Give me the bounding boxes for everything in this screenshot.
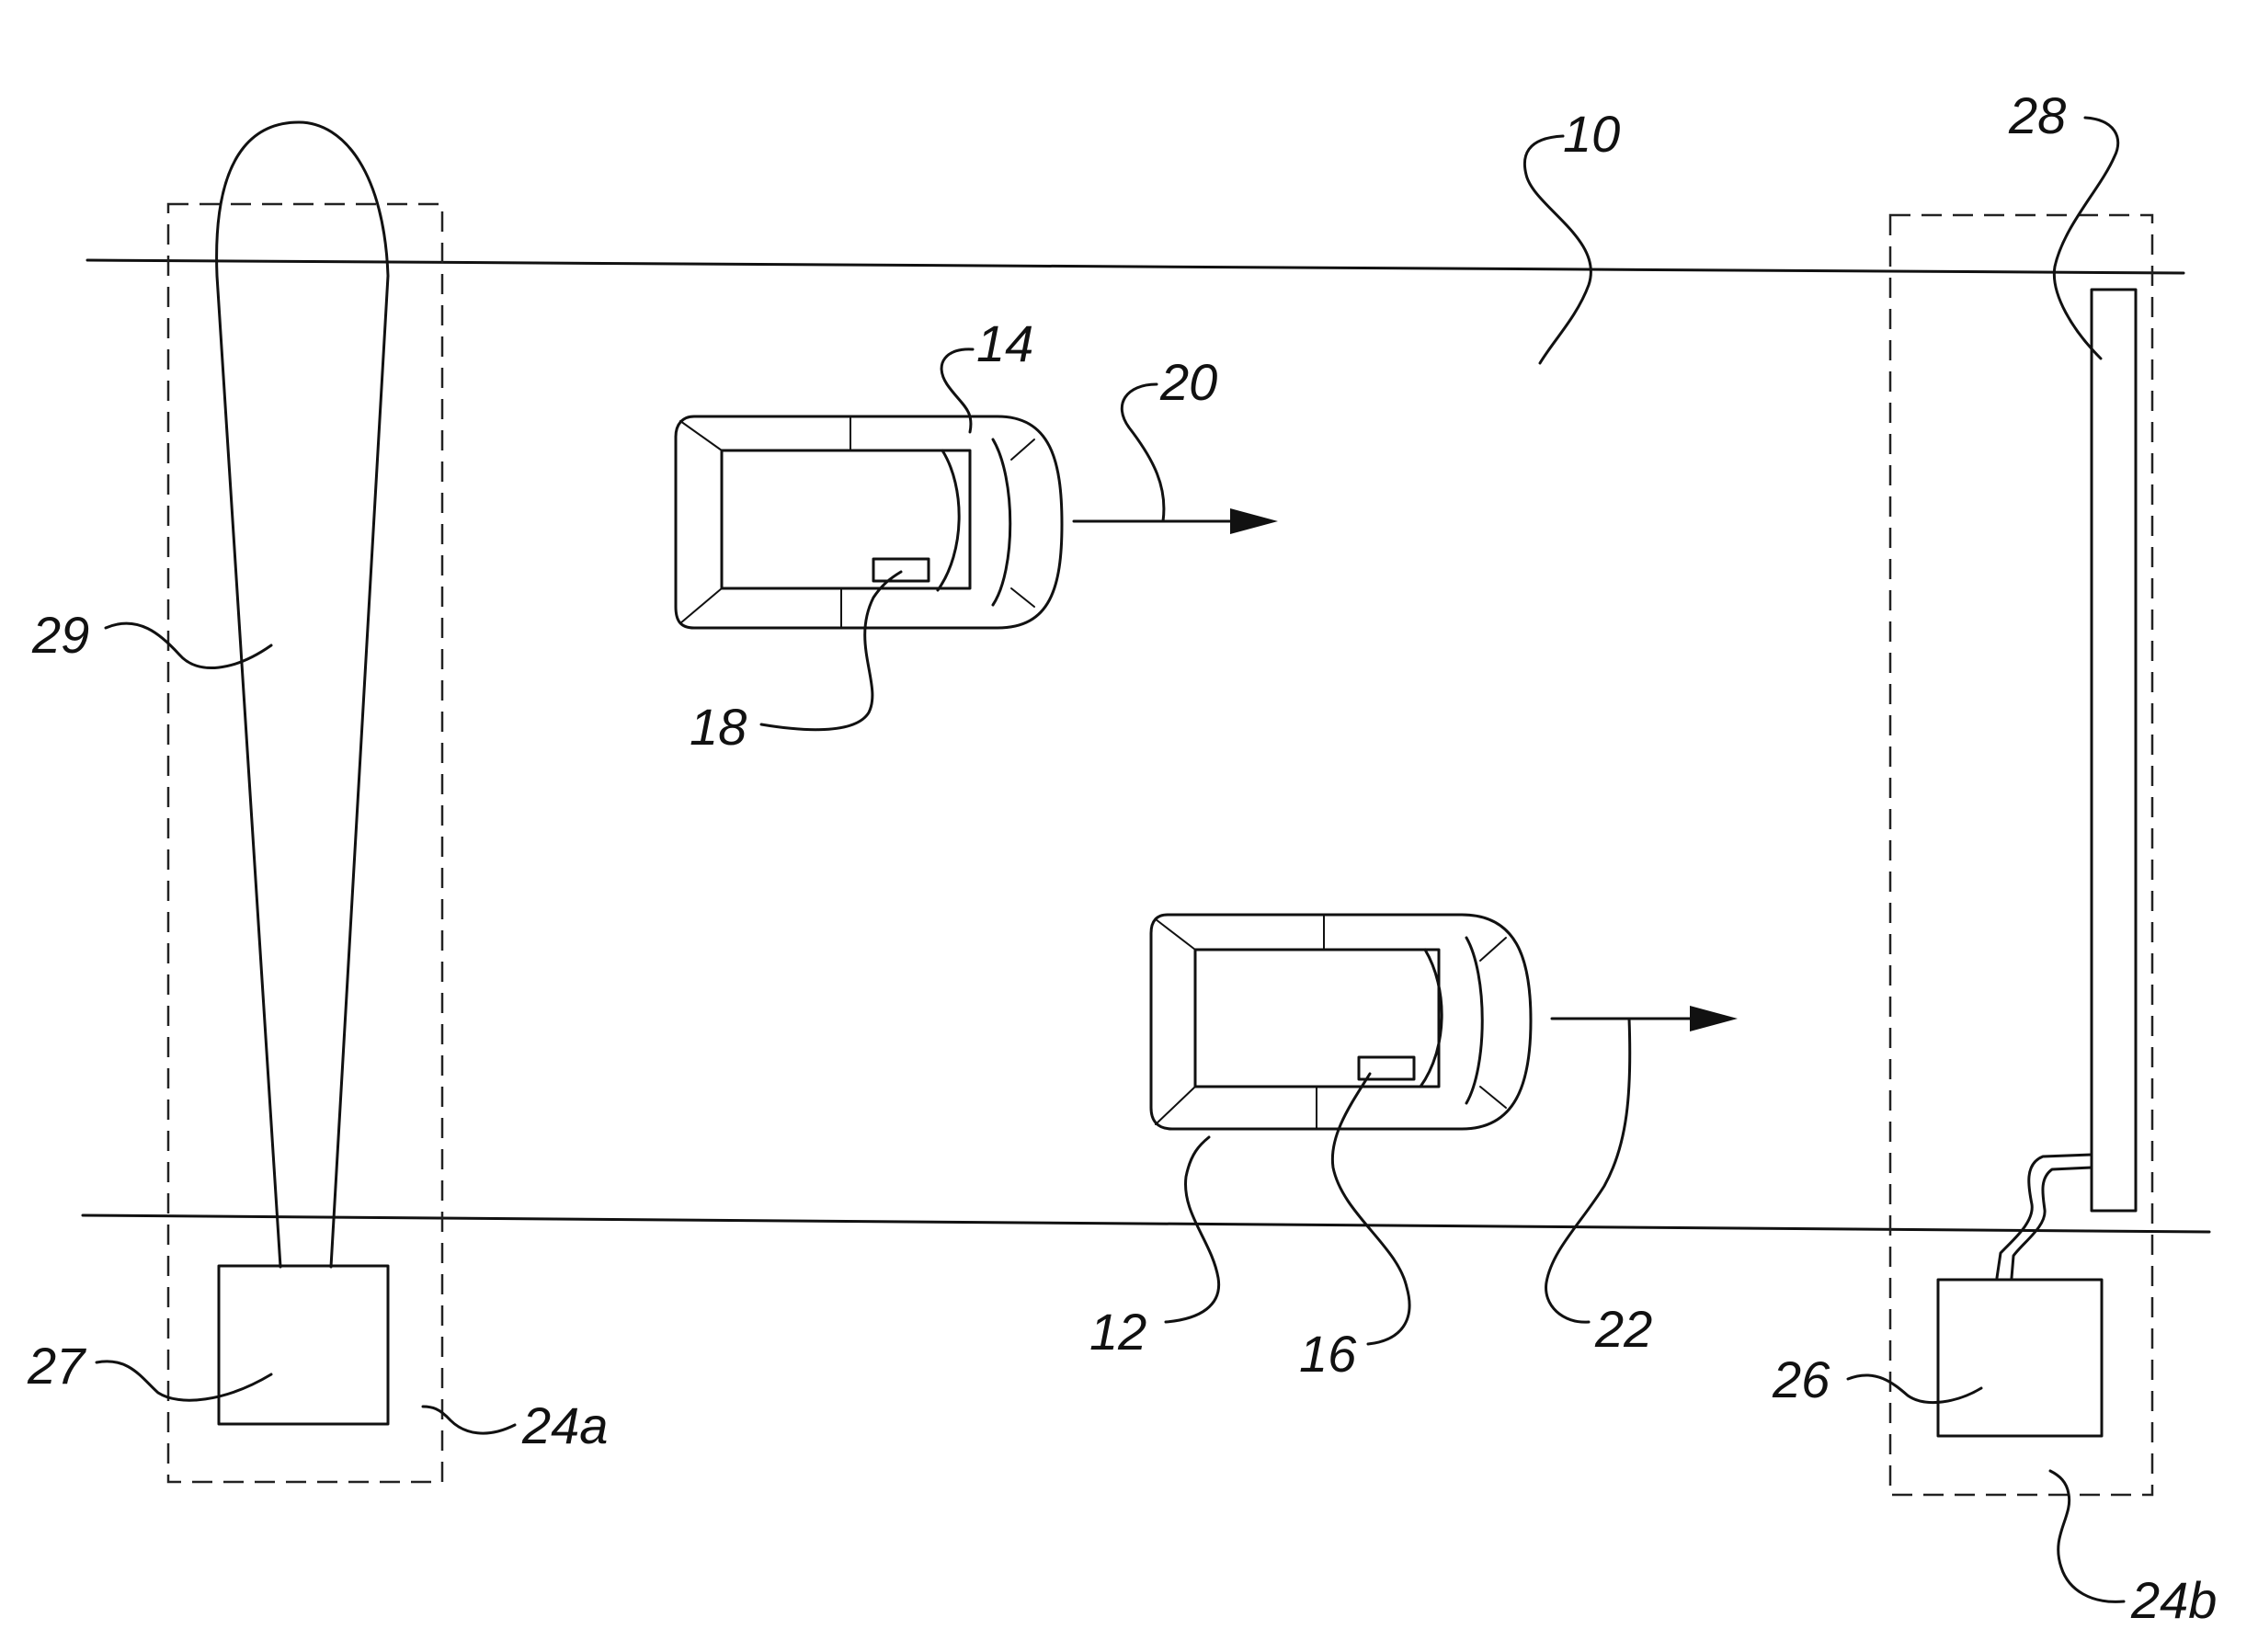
reader-26	[1938, 1280, 2102, 1436]
vehicle-12-corner-rr	[1480, 1087, 1506, 1108]
label-26: 26	[1772, 1350, 1830, 1408]
vehicle-14-cabin	[722, 450, 970, 588]
label-18: 18	[690, 698, 747, 756]
label-24a: 24a	[521, 1396, 608, 1454]
leader-16	[1332, 1074, 1409, 1344]
antenna-28-cable-inner	[2012, 1168, 2092, 1278]
arrow-22	[1552, 1006, 1738, 1031]
vehicle-12-corner-fl	[1156, 919, 1195, 950]
vehicle-14-corner-rl	[680, 588, 722, 623]
leader-22	[1546, 1019, 1630, 1322]
station-24a-boundary	[168, 204, 442, 1482]
antenna-29-beam	[217, 122, 388, 1267]
leader-12	[1166, 1137, 1219, 1322]
label-10: 10	[1563, 105, 1620, 163]
vehicle-14-corner-fr	[1011, 439, 1034, 460]
vehicle-12-hood	[1466, 938, 1482, 1103]
leader-28	[2054, 118, 2117, 359]
antenna-28	[2092, 290, 2136, 1211]
label-12: 12	[1089, 1303, 1146, 1361]
leader-18	[761, 572, 901, 730]
vehicle-12-body	[1151, 915, 1531, 1129]
leader-27	[97, 1361, 271, 1400]
label-24b: 24b	[2130, 1571, 2217, 1629]
vehicle-12	[1151, 915, 1531, 1129]
leader-24a	[423, 1407, 515, 1433]
label-27: 27	[27, 1337, 86, 1395]
vehicle-12-cabin	[1195, 950, 1439, 1087]
station-24b	[1890, 215, 2152, 1495]
reader-27	[219, 1266, 388, 1424]
tag-18	[873, 559, 929, 581]
leader-10	[1524, 136, 1591, 363]
leader-24b	[2050, 1471, 2124, 1601]
leader-26	[1848, 1375, 1981, 1403]
road-edge-top	[87, 260, 2184, 273]
station-24a	[168, 122, 442, 1482]
label-20: 20	[1159, 353, 1217, 411]
vehicle-12-corner-fr	[1480, 938, 1506, 961]
vehicle-14-corner-rr	[1011, 588, 1034, 607]
leader-29	[106, 623, 271, 667]
leader-20	[1122, 384, 1164, 521]
label-22: 22	[1594, 1300, 1652, 1358]
vehicle-12-corner-rl	[1156, 1087, 1195, 1124]
arrow-20	[1074, 508, 1278, 534]
station-24b-boundary	[1890, 215, 2152, 1495]
vehicle-14	[676, 416, 1062, 628]
label-16: 16	[1299, 1325, 1357, 1383]
vehicle-14-body	[676, 416, 1062, 628]
label-29: 29	[31, 606, 89, 664]
leader-14	[941, 349, 973, 432]
label-28: 28	[2008, 86, 2066, 144]
label-14: 14	[976, 314, 1033, 372]
arrow-20-head	[1230, 508, 1278, 534]
vehicle-14-windshield	[938, 450, 959, 590]
vehicle-14-corner-fl	[680, 421, 722, 450]
vehicle-14-hood	[993, 439, 1010, 605]
arrow-22-head	[1690, 1006, 1738, 1031]
